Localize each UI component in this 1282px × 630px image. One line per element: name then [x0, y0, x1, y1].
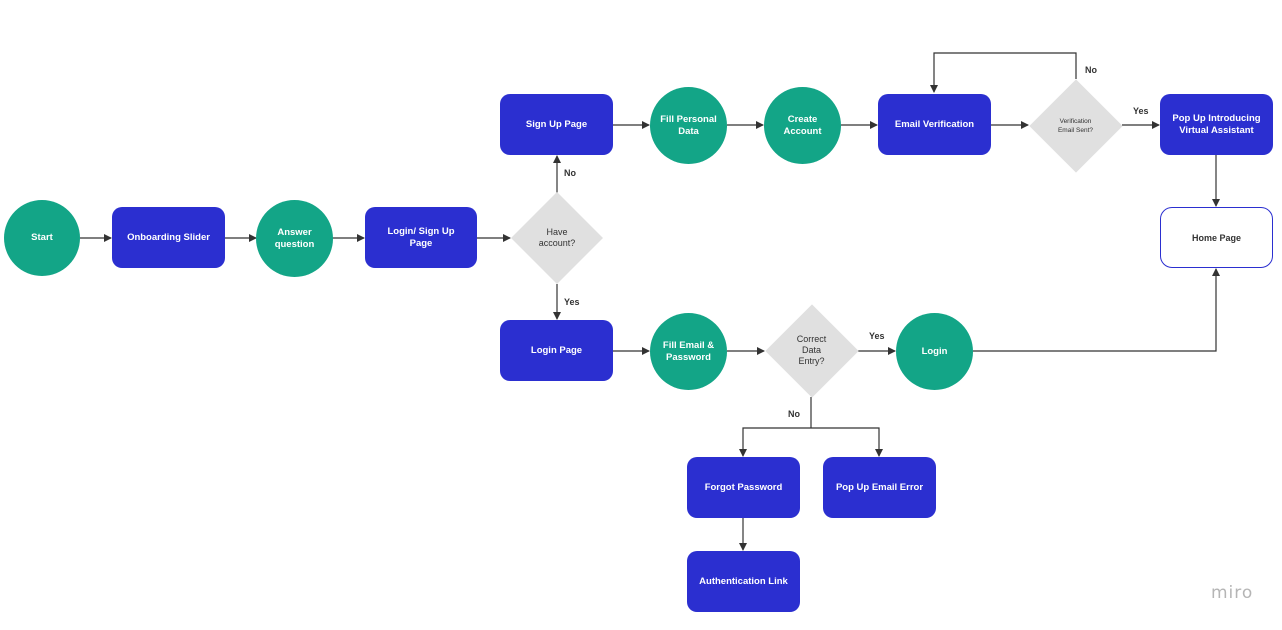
have-account-decision[interactable]: Have account?	[511, 192, 603, 284]
edge-label-have-account-yes: Yes	[564, 297, 580, 307]
popup-virtual-assistant-node[interactable]: Pop Up Introducing Virtual Assistant	[1160, 94, 1273, 155]
edge-login-home	[973, 268, 1220, 352]
edge-correct-no-popup-error	[811, 427, 883, 457]
authentication-link-node[interactable]: Authentication Link	[687, 551, 800, 612]
popup-email-error-node[interactable]: Pop Up Email Error	[823, 457, 936, 518]
edge-correct-no-forgot	[739, 427, 811, 457]
login-signup-page-node[interactable]: Login/ Sign Up Page	[365, 207, 477, 268]
answer-question-node[interactable]: Answer question	[256, 200, 333, 277]
edge-label-verification-no: No	[1085, 65, 1097, 75]
verification-email-sent-label: Verification Email Sent?	[1057, 117, 1094, 134]
onboarding-slider-node[interactable]: Onboarding Slider	[112, 207, 225, 268]
create-account-node[interactable]: Create Account	[764, 87, 841, 164]
email-verification-node[interactable]: Email Verification	[878, 94, 991, 155]
edge-verification-no-loop	[930, 52, 1077, 93]
edge-label-correct-no: No	[788, 409, 800, 419]
correct-data-entry-decision[interactable]: Correct Data Entry?	[764, 303, 859, 398]
signup-page-node[interactable]: Sign Up Page	[500, 94, 613, 155]
fill-personal-data-node[interactable]: Fill Personal Data	[650, 87, 727, 164]
miro-logo: miro	[1211, 583, 1254, 603]
start-node[interactable]: Start	[4, 200, 80, 276]
login-page-node[interactable]: Login Page	[500, 320, 613, 381]
verification-email-sent-decision[interactable]: Verification Email Sent?	[1028, 78, 1123, 173]
edge-label-verification-yes: Yes	[1133, 106, 1149, 116]
correct-data-entry-label: Correct Data Entry?	[796, 334, 827, 366]
edge-label-have-account-no: No	[564, 168, 576, 178]
login-node[interactable]: Login	[896, 313, 973, 390]
home-page-node[interactable]: Home Page	[1160, 207, 1273, 268]
forgot-password-node[interactable]: Forgot Password	[687, 457, 800, 518]
edge-label-correct-yes: Yes	[869, 331, 885, 341]
have-account-label: Have account?	[538, 227, 576, 248]
fill-email-password-node[interactable]: Fill Email & Password	[650, 313, 727, 390]
